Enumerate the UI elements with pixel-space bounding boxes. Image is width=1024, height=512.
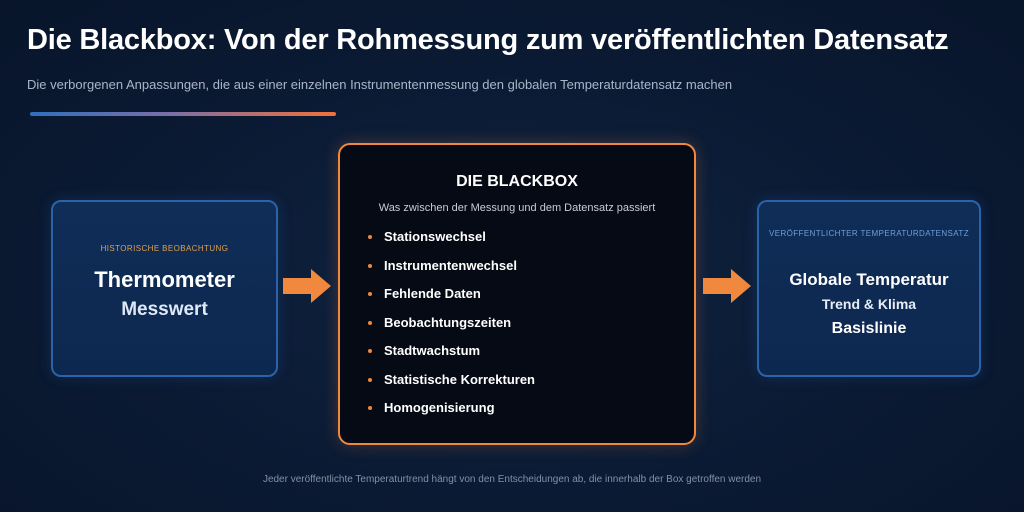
- list-item: Statistische Korrekturen: [366, 370, 535, 399]
- dataset-box: VERÖFFENTLICHTER TEMPERATURDATENSATZ Glo…: [757, 200, 981, 377]
- list-item: Instrumentenwechsel: [366, 256, 535, 285]
- dataset-label: VERÖFFENTLICHTER TEMPERATURDATENSATZ: [768, 229, 970, 238]
- list-item: Stadtwachstum: [366, 341, 535, 370]
- observation-value: Messwert: [121, 299, 208, 320]
- accent-divider: [30, 112, 336, 116]
- page-subtitle: Die verborgenen Anpassungen, die aus ein…: [27, 77, 733, 92]
- list-item: Homogenisierung: [366, 398, 535, 427]
- arrow-right-icon: [283, 269, 331, 303]
- list-item: Fehlende Daten: [366, 284, 535, 313]
- dataset-baseline: Basislinie: [831, 320, 907, 337]
- blackbox-title: DIE BLACKBOX: [456, 173, 578, 190]
- blackbox-panel: DIE BLACKBOX Was zwischen der Messung un…: [338, 143, 696, 445]
- observation-title: Thermometer: [94, 267, 235, 292]
- blackbox-subtitle: Was zwischen der Messung und dem Datensa…: [378, 202, 656, 214]
- observation-label: HISTORISCHE BEOBACHTUNG: [100, 244, 229, 253]
- page-title: Die Blackbox: Von der Rohmessung zum ver…: [27, 24, 949, 56]
- list-item: Beobachtungszeiten: [366, 313, 535, 342]
- list-item: Stationswechsel: [366, 227, 535, 256]
- footer-note: Jeder veröffentlichte Temperaturtrend hä…: [262, 474, 762, 485]
- adjustment-list: Stationswechsel Instrumentenwechsel Fehl…: [366, 227, 535, 427]
- dataset-subtitle: Trend & Klima: [821, 296, 917, 312]
- observation-box: HISTORISCHE BEOBACHTUNG Thermometer Mess…: [51, 200, 278, 377]
- arrow-right-icon: [703, 269, 751, 303]
- dataset-title: Globale Temperatur: [789, 270, 949, 289]
